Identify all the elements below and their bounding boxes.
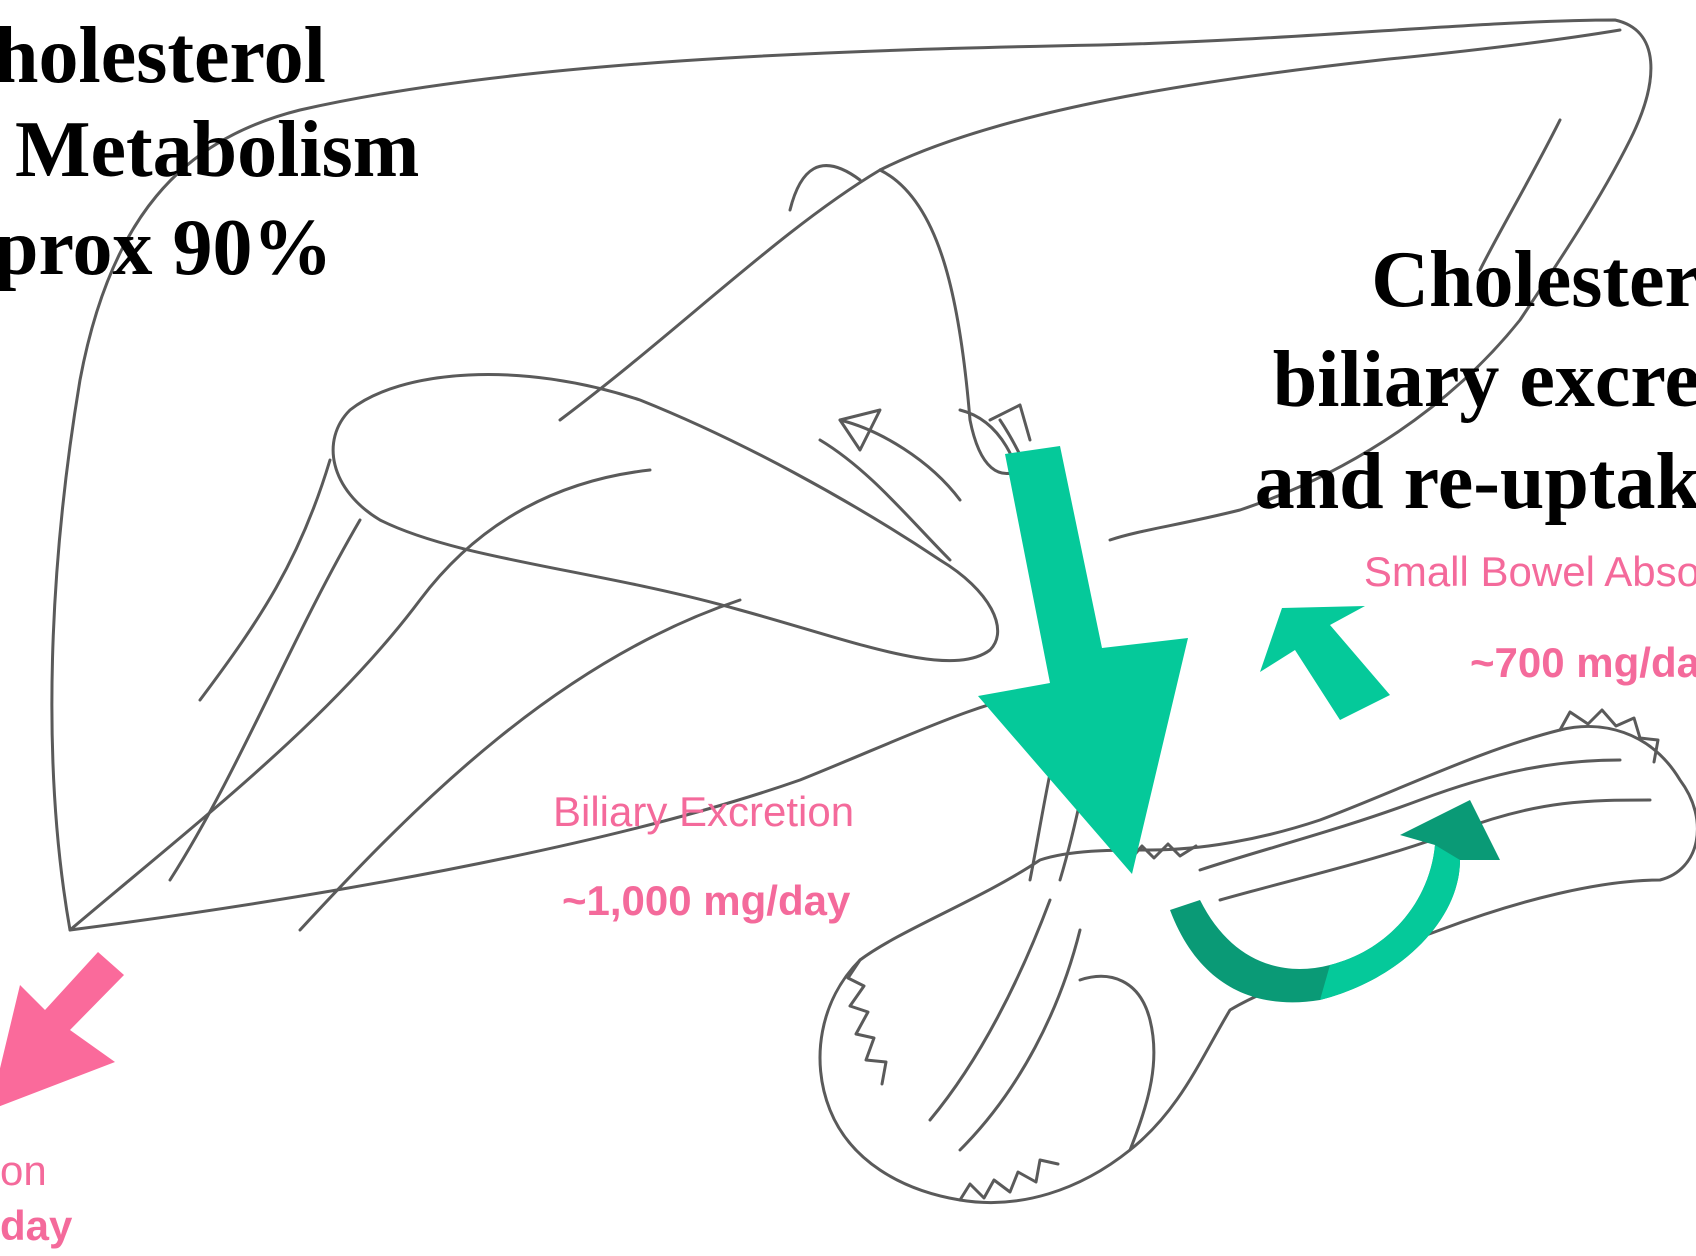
title-right-line3: and re-uptak xyxy=(1255,442,1696,522)
biliary-excretion-label: Biliary Excretion xyxy=(553,791,854,833)
intestine-fold-3 xyxy=(930,900,1050,1120)
intestine-texture-3 xyxy=(1560,710,1658,762)
title-right-line2: biliary excre xyxy=(1273,340,1696,420)
fecal-excretion-label: on xyxy=(0,1150,47,1192)
pancreas-head-outline xyxy=(1080,976,1154,1150)
arrow-down-icon xyxy=(978,446,1188,874)
duct-branch xyxy=(840,410,880,450)
liver-ligament-line-2 xyxy=(200,460,330,700)
title-right-line1: Cholester xyxy=(1371,240,1696,320)
small-bowel-label: Small Bowel Abso xyxy=(1364,551,1696,593)
intestine-texture-4 xyxy=(1130,844,1196,860)
intestine-fold-4 xyxy=(960,930,1080,1150)
intestine-texture xyxy=(848,960,886,1084)
gallbladder-icon xyxy=(333,375,998,661)
title-left-line1: holesterol xyxy=(0,16,326,96)
fecal-excretion-amount: day xyxy=(0,1205,72,1247)
liver-lobe-line-2 xyxy=(880,170,1020,473)
biliary-excretion-amount: ~1,000 mg/day xyxy=(562,880,850,922)
small-bowel-amount: ~700 mg/da xyxy=(1470,642,1696,684)
title-left-line2: Metabolism xyxy=(15,110,419,190)
title-left-line3: prox 90% xyxy=(0,208,333,288)
arrow-up-icon xyxy=(1260,606,1390,720)
intestine-fold xyxy=(1200,760,1620,870)
arrow-down-left-icon xyxy=(0,952,124,1110)
